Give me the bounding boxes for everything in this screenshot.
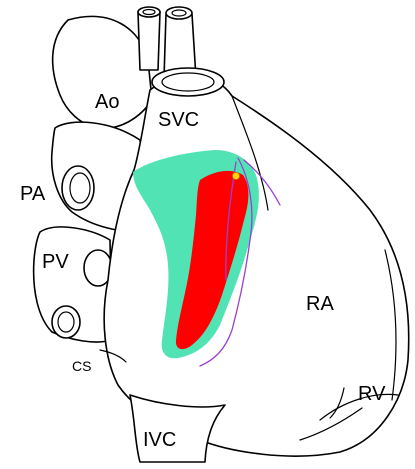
label-rv: RV bbox=[358, 383, 386, 405]
marker-dot bbox=[233, 173, 240, 180]
label-ao: Ao bbox=[95, 91, 119, 113]
label-pa: PA bbox=[20, 183, 46, 205]
svc-vessel bbox=[152, 68, 224, 96]
label-ivc: IVC bbox=[143, 429, 176, 451]
label-ra: RA bbox=[306, 293, 334, 315]
label-svc: SVC bbox=[158, 109, 199, 131]
pulmonary-veins bbox=[34, 227, 112, 342]
label-pv: PV bbox=[42, 251, 69, 273]
label-cs: CS bbox=[72, 358, 91, 374]
